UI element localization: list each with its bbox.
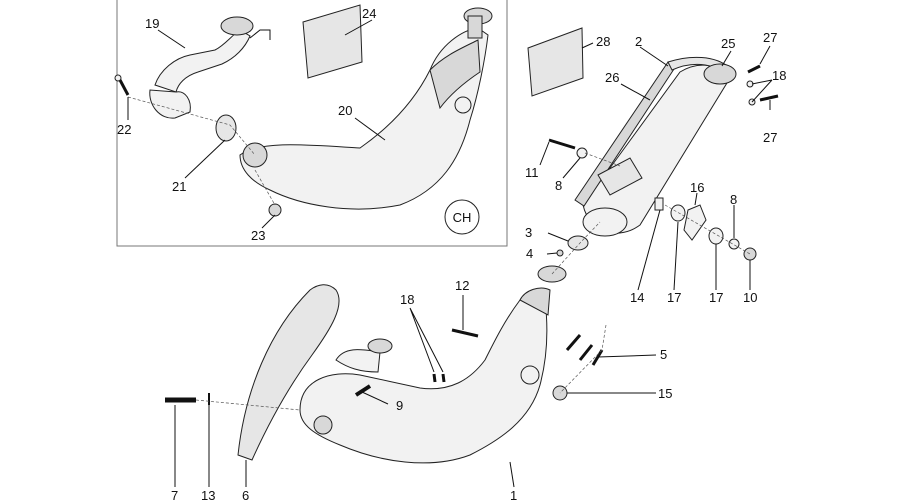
- callout-4: 4: [526, 246, 533, 261]
- callout-18-right: 18: [772, 68, 786, 83]
- part-18-pin-b: [441, 373, 446, 383]
- callout-8-top: 8: [555, 178, 562, 193]
- callout-9: 9: [396, 398, 403, 413]
- part-8-washer-a: [576, 147, 588, 159]
- callout-10: 10: [743, 290, 757, 305]
- callout-17-right: 17: [709, 290, 723, 305]
- callout-16: 16: [690, 180, 704, 195]
- ch-inset-frame: [116, 0, 508, 247]
- part-25-end-cap: [703, 63, 737, 85]
- part-12-bolt: [451, 328, 479, 338]
- part-19-front-pipe: [149, 16, 271, 119]
- part-17-bushing-a: [670, 204, 686, 222]
- callout-20: 20: [338, 103, 352, 118]
- part-26-silencer: [574, 61, 731, 237]
- part-16-bracket: [683, 204, 707, 241]
- part-24-label-plate: [302, 4, 363, 79]
- callout-24: 24: [362, 6, 376, 21]
- part-11-bolt: [548, 138, 576, 150]
- ch-badge-label: CH: [453, 210, 472, 225]
- callout-19: 19: [145, 16, 159, 31]
- callout-26: 26: [605, 70, 619, 85]
- part-22-bolt: [114, 74, 130, 96]
- callout-18-bottom: 18: [400, 292, 414, 307]
- part-17-bushing-b: [708, 227, 724, 245]
- callout-25: 25: [721, 36, 735, 51]
- part-10-nut: [743, 247, 757, 261]
- part-8-washer-b: [728, 238, 740, 250]
- callout-27-top: 27: [763, 30, 777, 45]
- callout-12: 12: [455, 278, 469, 293]
- part-5-bolts: [565, 334, 604, 366]
- callout-27-bottom: 27: [763, 130, 777, 145]
- callout-11: 11: [525, 165, 539, 180]
- callout-1: 1: [510, 488, 517, 503]
- callout-leaders: [127, 19, 773, 488]
- part-21-gasket: [215, 114, 237, 142]
- part-28-label: [527, 27, 584, 97]
- part-4-nut: [556, 249, 564, 257]
- part-14-spacer: [654, 197, 664, 211]
- callout-labels: 19 24 20 22 21 23 28 2 25 27 18 26 27 11…: [117, 6, 786, 503]
- callout-28: 28: [596, 34, 610, 49]
- part-20-muffler-body: [239, 7, 493, 210]
- part-1-exhaust-assembly: [299, 265, 567, 464]
- callout-8-right: 8: [730, 192, 737, 207]
- callout-23: 23: [251, 228, 265, 243]
- callout-7: 7: [171, 488, 178, 503]
- part-6-heat-shield: [237, 284, 340, 461]
- assembly-guide-lines: [127, 96, 751, 411]
- callout-15: 15: [658, 386, 672, 401]
- callout-6: 6: [242, 488, 249, 503]
- part-18-pin-a: [432, 373, 437, 383]
- callout-14: 14: [630, 290, 644, 305]
- part-27-bolts: [746, 64, 779, 106]
- callout-5: 5: [660, 347, 667, 362]
- callout-2: 2: [635, 34, 642, 49]
- callout-22: 22: [117, 122, 131, 137]
- ch-badge: [444, 199, 480, 235]
- callout-21: 21: [172, 179, 186, 194]
- part-3-gasket: [567, 235, 589, 251]
- part-23-nut: [268, 203, 282, 217]
- callout-3: 3: [525, 225, 532, 240]
- callout-13: 13: [201, 488, 215, 503]
- callout-17-left: 17: [667, 290, 681, 305]
- part-9-stud: [354, 384, 372, 397]
